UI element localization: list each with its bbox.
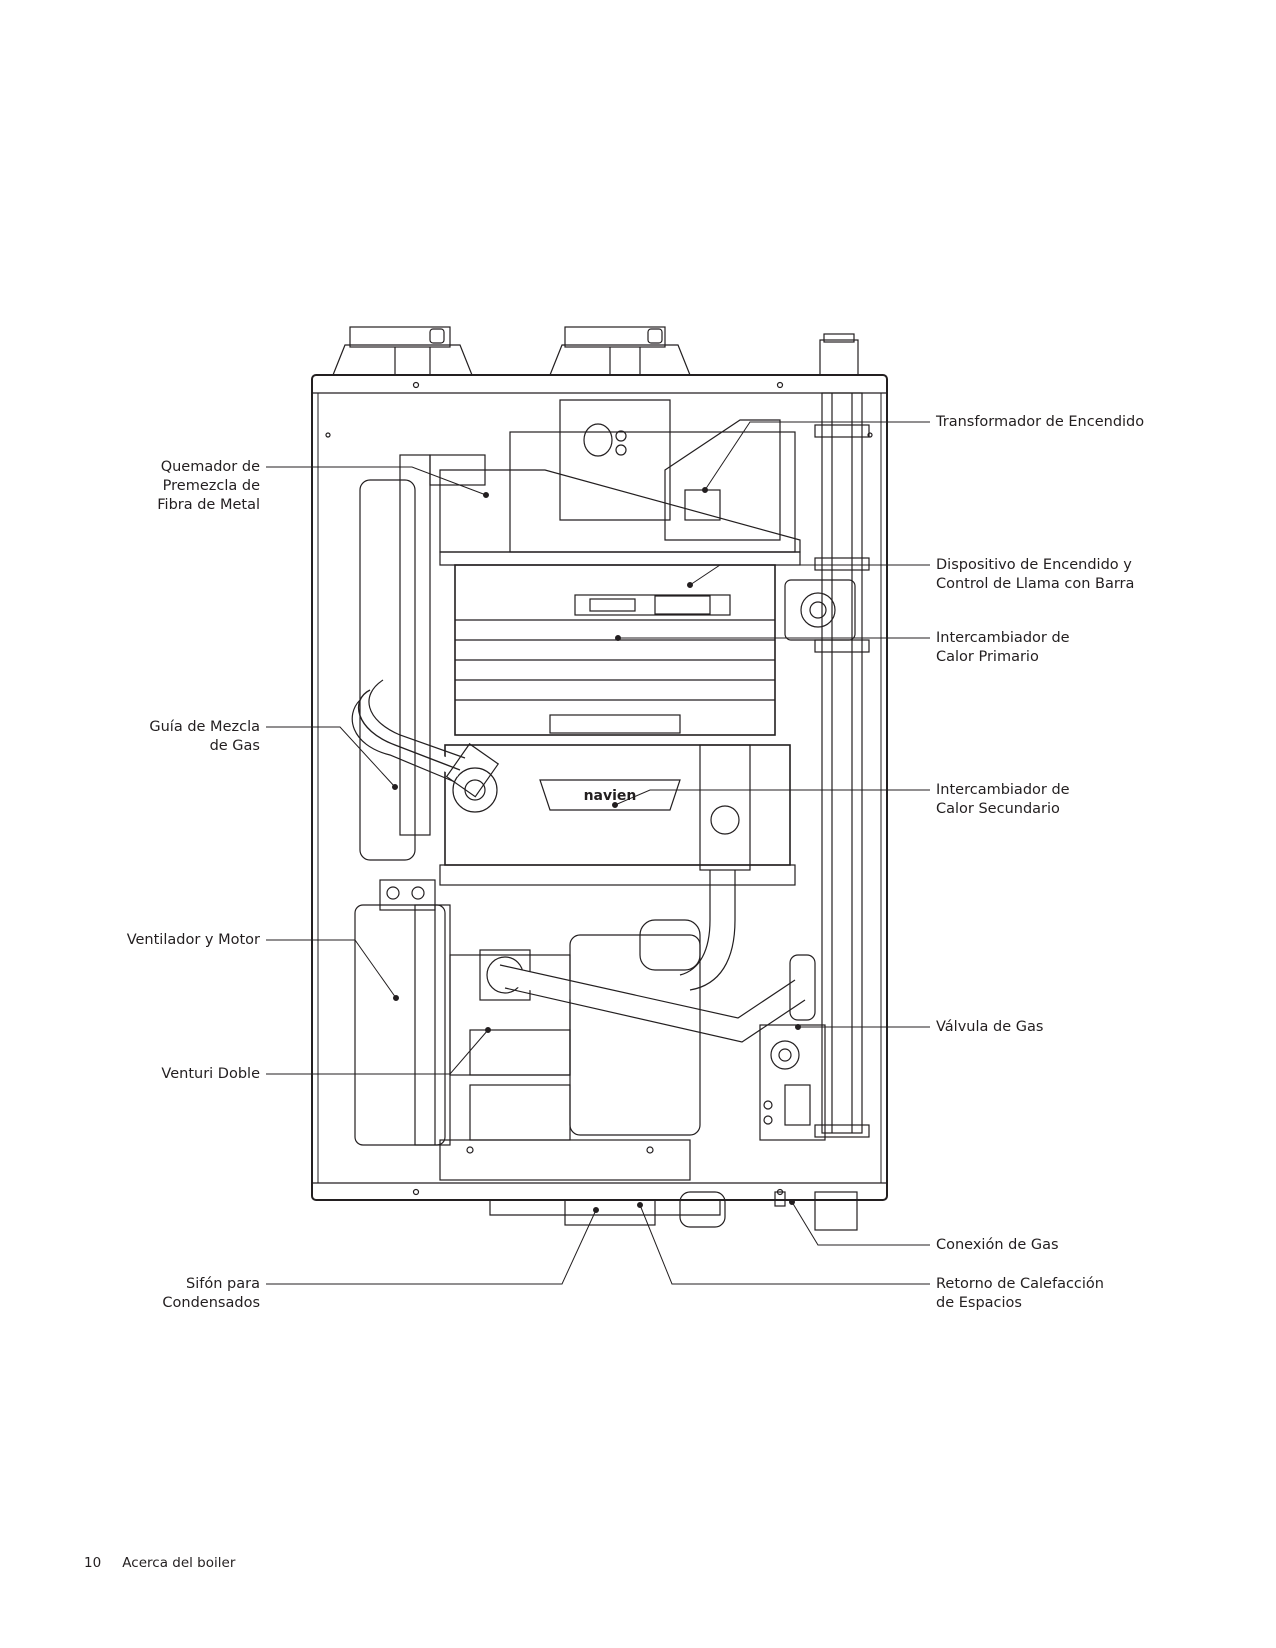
label-line: Intercambiador de <box>936 782 1070 798</box>
label-gas-connection: Conexión de Gas <box>936 1236 1059 1255</box>
label-fan-motor: Ventilador y Motor <box>127 931 260 950</box>
burner-top-housing <box>509 399 796 553</box>
fan-and-motor <box>354 879 451 1146</box>
secondary-heat-exchanger: navien <box>439 744 796 886</box>
label-line: Dispositivo de Encendido y <box>936 557 1132 573</box>
label-secondary-heat-exchanger: Intercambiador de Calor Secundario <box>936 781 1070 819</box>
gas-valve <box>759 954 826 1141</box>
left-panel <box>359 454 486 861</box>
leader-lines-left <box>266 466 599 1285</box>
label-line: Transformador de Encendido <box>936 414 1145 430</box>
label-condensate-trap: Sifón para Condensados <box>162 1275 260 1313</box>
label-line: Ventilador y Motor <box>126 932 260 948</box>
metal-fiber-burner <box>439 469 801 566</box>
label-line: Retorno de Calefacción <box>936 1276 1104 1292</box>
label-line: Fibra de Metal <box>157 497 260 513</box>
top-connector-middle <box>549 326 691 376</box>
leader-lines <box>612 421 930 1285</box>
label-line: Intercambiador de <box>936 630 1070 646</box>
label-twin-venturi: Venturi Doble <box>161 1065 260 1084</box>
top-connector-right <box>819 333 859 376</box>
pump-assembly <box>784 579 856 641</box>
label-line: Conexión de Gas <box>936 1237 1059 1253</box>
label-metal-fiber-burner: Quemador de Premezcla de Fibra de Metal <box>157 458 260 515</box>
label-line: Calor Secundario <box>936 801 1060 817</box>
page-footer: 10 Acerca del boiler <box>84 1555 235 1571</box>
label-ignition-device: Dispositivo de Encendido y Control de Ll… <box>936 556 1134 594</box>
label-line: Control de Llama con Barra <box>936 576 1135 592</box>
label-gas-valve: Válvula de Gas <box>936 1018 1043 1037</box>
gas-mixing-guide-pipe <box>351 679 500 798</box>
bottom-connectors <box>489 1191 858 1231</box>
top-connector-left <box>332 326 473 376</box>
right-water-pipe <box>814 392 870 1138</box>
label-line: Válvula de Gas <box>936 1019 1044 1035</box>
label-line: Venturi Doble <box>161 1066 260 1082</box>
primary-heat-exchanger <box>454 564 776 736</box>
label-ignition-transformer: Transformador de Encendido <box>936 413 1144 432</box>
condensate-housing <box>439 919 701 1181</box>
label-line: Sifón para <box>186 1276 260 1292</box>
label-space-heating-return: Retorno de Calefacción de Espacios <box>936 1275 1104 1313</box>
label-primary-heat-exchanger: Intercambiador de Calor Primario <box>936 629 1070 667</box>
label-line: Premezcla de <box>162 478 260 494</box>
label-line: de Gas <box>209 738 260 754</box>
label-line: de Espacios <box>936 1295 1022 1311</box>
label-line: Calor Primario <box>936 649 1039 665</box>
label-line: Guía de Mezcla <box>149 719 260 735</box>
brand-logo: navien <box>584 788 637 804</box>
section-title: Acerca del boiler <box>122 1555 236 1571</box>
label-gas-mixing-guide: Guía de Mezcla de Gas <box>149 718 260 756</box>
page-number: 10 <box>84 1555 102 1571</box>
label-line: Quemador de <box>160 459 260 475</box>
label-line: Condensados <box>162 1295 260 1311</box>
